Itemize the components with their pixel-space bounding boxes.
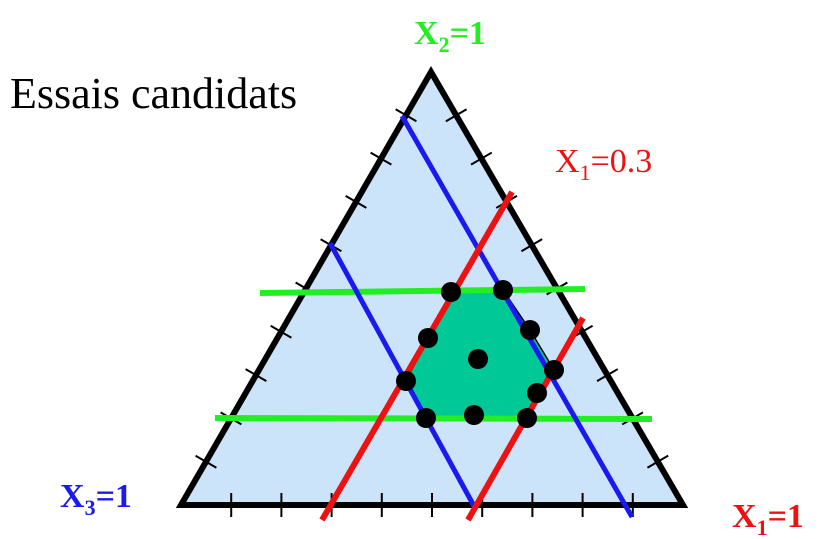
constraint-label-base: X — [555, 143, 580, 180]
right-edge-tick — [646, 454, 669, 469]
candidate-point — [517, 408, 537, 428]
candidate-point — [396, 371, 416, 391]
vertex-label-x2-base: X — [414, 15, 439, 52]
vertex-label-x1-sub: 1 — [757, 515, 768, 539]
left-edge-tick — [195, 454, 217, 469]
vertex-label-x2-suffix: =1 — [450, 15, 486, 52]
candidate-point — [441, 282, 461, 302]
vertex-label-x3: X3=1 — [60, 478, 132, 520]
vertex-label-x2: X2=1 — [414, 15, 486, 57]
candidate-point — [544, 360, 564, 380]
candidate-points — [396, 280, 564, 428]
left-edge-tick — [245, 368, 267, 382]
left-edge-tick — [395, 108, 417, 123]
blue-constraint-line-right — [399, 114, 635, 519]
right-edge-tick — [445, 108, 468, 123]
green-constraint-line-upper — [259, 286, 586, 296]
diagram-title: Essais candidats — [10, 69, 297, 118]
vertex-label-x2-sub: 2 — [439, 32, 450, 57]
constraint-label-suffix: =0.3 — [591, 143, 653, 180]
vertex-label-x1: X1=1 — [732, 498, 804, 539]
red-constraint-line-left — [319, 190, 515, 522]
left-edge-tick — [370, 151, 392, 166]
candidate-point — [468, 349, 488, 369]
vertex-label-x3-base: X — [60, 478, 85, 515]
candidate-point — [520, 320, 540, 340]
left-edge-tick — [270, 324, 292, 339]
constraint-label-sub: 1 — [580, 160, 591, 185]
right-edge-tick — [596, 368, 619, 383]
vertex-label-x1-suffix: =1 — [768, 498, 804, 535]
constraint-label-x1: X1=0.3 — [555, 143, 652, 185]
right-edge-tick — [520, 238, 543, 253]
vertex-label-x3-suffix: =1 — [96, 478, 132, 515]
vertex-label-x3-sub: 3 — [85, 495, 96, 520]
candidate-point — [527, 383, 547, 403]
vertex-label-x1-base: X — [732, 498, 757, 535]
candidate-point — [464, 405, 484, 425]
right-edge-tick — [470, 151, 493, 166]
candidate-point — [493, 280, 513, 300]
candidate-point — [418, 328, 438, 348]
left-edge-tick — [345, 195, 367, 209]
candidate-point — [416, 408, 436, 428]
